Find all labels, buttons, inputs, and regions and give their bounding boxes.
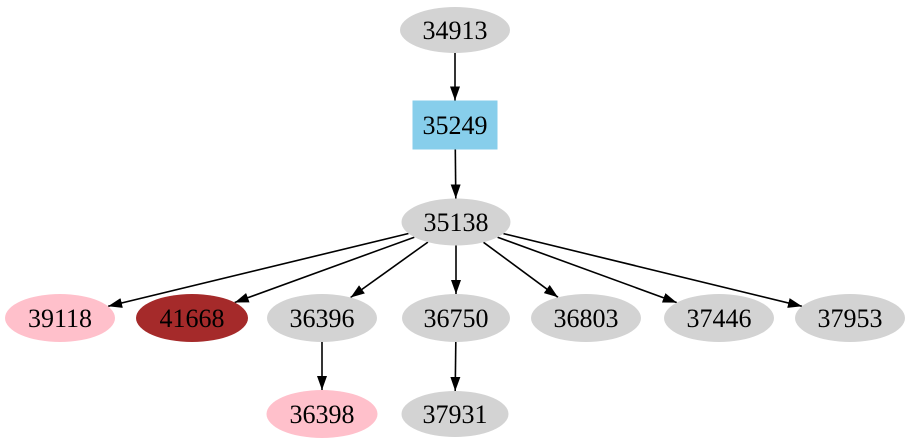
node-label-39118: 39118	[28, 304, 92, 333]
graph-node-37953: 37953	[795, 294, 905, 342]
node-ellipse-shape	[402, 294, 510, 342]
graph-node-41668: 41668	[136, 294, 248, 342]
graph-node-36803: 36803	[531, 294, 641, 342]
edge-35138-39118	[107, 232, 409, 308]
graph-node-37446: 37446	[664, 294, 774, 342]
edge-36750-37931	[450, 341, 461, 392]
node-label-37446: 37446	[687, 304, 752, 333]
edge-35138-37446	[497, 236, 678, 304]
node-label-37931: 37931	[423, 400, 488, 429]
node-label-36803: 36803	[554, 304, 619, 333]
graph-node-35249: 35249	[412, 100, 498, 150]
nodes-layer: 34913 35249 35138 39118 41668 36396 36750 36803…	[5, 7, 905, 438]
node-ellipse-shape	[267, 294, 377, 342]
node-label-36398: 36398	[290, 400, 355, 429]
node-label-35249: 35249	[423, 111, 488, 140]
edge-35138-36803	[483, 241, 559, 298]
node-ellipse-shape	[266, 390, 378, 438]
node-ellipse-shape	[795, 294, 905, 342]
node-label-36750: 36750	[424, 304, 489, 333]
node-label-36396: 36396	[290, 304, 355, 333]
node-ellipse-shape	[136, 294, 248, 342]
node-ellipse-shape	[401, 198, 511, 246]
graph-node-35138: 35138	[401, 198, 511, 246]
edge-35138-41668	[234, 236, 415, 304]
graph-node-36396: 36396	[267, 294, 377, 342]
graph-node-37931: 37931	[401, 391, 509, 437]
node-label-41668: 41668	[160, 304, 225, 333]
graph-node-36750: 36750	[402, 294, 510, 342]
node-ellipse-shape	[531, 294, 641, 342]
graph-node-39118: 39118	[5, 294, 115, 342]
node-ellipse-shape	[400, 7, 510, 53]
edges-layer	[107, 53, 803, 392]
edge-35249-35138	[450, 149, 461, 199]
node-label-37953: 37953	[818, 304, 883, 333]
node-ellipse-shape	[664, 294, 774, 342]
node-ellipse-shape	[5, 294, 115, 342]
node-ellipse-shape	[401, 391, 509, 437]
graph-node-34913: 34913	[400, 7, 510, 53]
edge-35138-37953	[503, 232, 803, 308]
node-box-shape	[412, 100, 498, 150]
node-label-35138: 35138	[424, 208, 489, 237]
node-label-34913: 34913	[423, 16, 488, 45]
edge-35138-36396	[350, 241, 429, 299]
graph-node-36398: 36398	[266, 390, 378, 438]
